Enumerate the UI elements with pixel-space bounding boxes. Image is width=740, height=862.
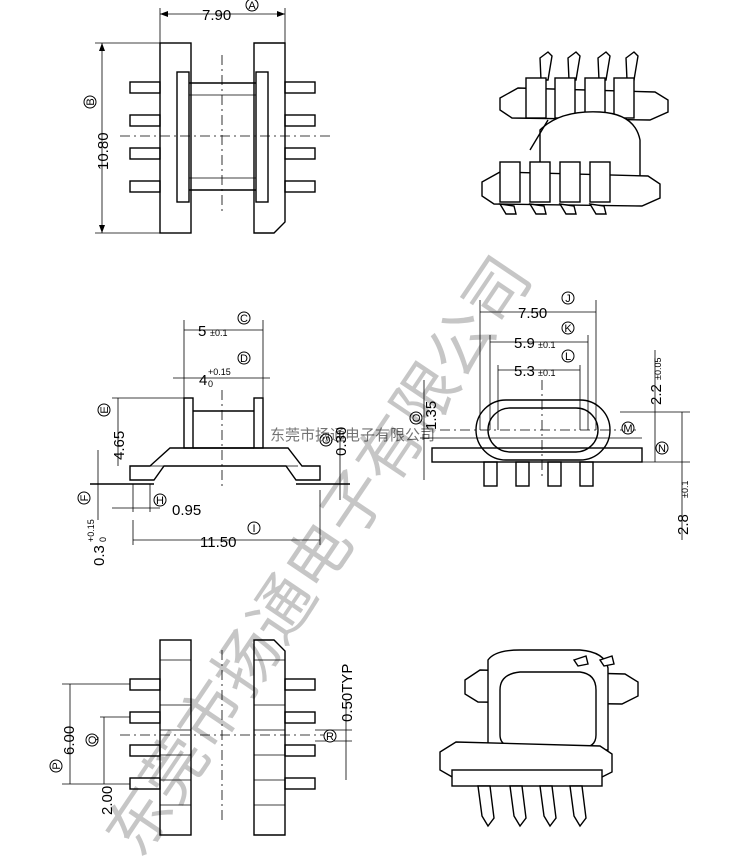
- dim-k-value: 5.9: [514, 335, 535, 352]
- dim-n-tol: ±0.1: [680, 481, 690, 498]
- dim-d-tol-plus: +0.15: [208, 367, 231, 377]
- dim-r-value: 0.50TYP: [339, 664, 356, 722]
- bottom-view: 6.00 P 2.00 Q 0.50TYP R: [49, 639, 356, 836]
- dim-b-value: 10.80: [95, 132, 112, 170]
- dim-c-value: 5: [198, 323, 206, 340]
- callout-f: F: [79, 494, 91, 501]
- dim-a-value: 7.90: [202, 7, 231, 24]
- callout-i: I: [252, 523, 255, 535]
- callout-e: E: [99, 406, 111, 413]
- callout-b: B: [85, 98, 97, 105]
- dim-g-value: 0.30: [333, 427, 350, 456]
- dim-i-value: 11.50: [200, 534, 236, 551]
- dim-q-value: 2.00: [99, 786, 116, 815]
- callout-h: H: [156, 495, 164, 507]
- callout-m: M: [623, 423, 632, 435]
- iso-view-bottom: [439, 649, 639, 828]
- dim-m-value: 2.2: [648, 384, 665, 405]
- callout-c: C: [240, 313, 248, 325]
- dim-p-value: 6.00: [61, 726, 78, 755]
- dim-c-tol: ±0.1: [210, 328, 227, 338]
- dim-l-value: 5.3: [514, 363, 535, 380]
- dim-d-value: 4: [199, 372, 207, 389]
- callout-p: P: [51, 762, 63, 769]
- dim-h-value: 0.95: [172, 502, 201, 519]
- dim-l-tol: ±0.1: [538, 368, 555, 378]
- front-view: 7.50 J 5.9 ±0.1 K 5.3 ±0.1 L 2.2 ±0.05 M…: [409, 291, 692, 540]
- dim-o-value: 1.35: [423, 401, 440, 430]
- callout-o: O: [411, 413, 423, 422]
- callout-a: A: [248, 0, 256, 12]
- callout-r: R: [326, 731, 334, 743]
- iso-view-top: [481, 51, 669, 215]
- dim-j-value: 7.50: [518, 305, 547, 322]
- dim-f-tol-minus: 0: [98, 537, 108, 542]
- callout-g: G: [321, 436, 333, 445]
- callout-n: N: [658, 443, 666, 455]
- callout-d: D: [240, 353, 248, 365]
- dim-d-tol-minus: 0: [208, 379, 213, 389]
- dim-k-tol: ±0.1: [538, 340, 555, 350]
- callout-l: L: [565, 351, 571, 363]
- dim-m-tol: ±0.05: [653, 358, 663, 380]
- side-view: 5 ±0.1 C 4 +0.15 0 D 4.65 E 0.3 +0.15 0 …: [77, 311, 350, 566]
- callout-k: K: [564, 323, 572, 335]
- top-view: 7.90 A 10.80 B: [83, 0, 330, 234]
- dim-f-value: 0.3: [91, 545, 108, 566]
- dim-e-value: 4.65: [111, 431, 128, 460]
- watermark-small: 东莞市扬通电子有限公司: [270, 426, 435, 444]
- callout-j: J: [565, 293, 571, 305]
- dim-f-tol-plus: +0.15: [86, 519, 96, 542]
- callout-q: Q: [87, 735, 99, 744]
- dim-n-value: 2.8: [675, 514, 692, 535]
